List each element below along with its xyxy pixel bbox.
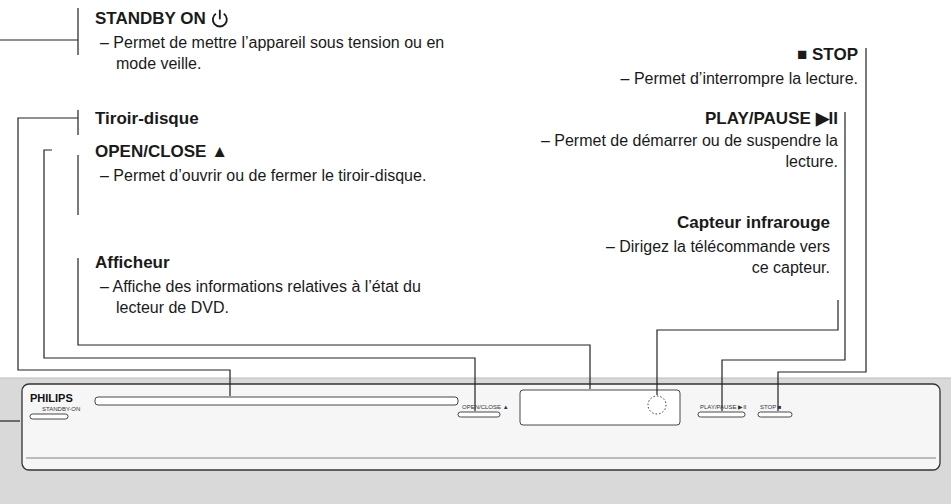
power-symbol-bar	[219, 11, 221, 19]
open-close-button	[458, 412, 500, 417]
leader-line	[18, 110, 230, 396]
leader-line	[0, 8, 78, 55]
play-pause-button	[698, 412, 745, 417]
description: – Permet de mettre l’appareil sous tensi…	[100, 32, 456, 74]
panel-ridge	[26, 458, 936, 459]
description: – Permet de démarrer ou de suspendre la …	[518, 130, 838, 172]
button-name: ■ STOP	[797, 44, 858, 65]
description: – Permet d’ouvrir ou de fermer le tiroir…	[100, 165, 446, 186]
description: – Dirigez la télécommande vers ce capteu…	[600, 236, 830, 278]
part-name: Capteur infrarouge	[677, 212, 830, 233]
leader-line	[0, 420, 20, 421]
leader-line	[78, 258, 590, 389]
display-window	[520, 390, 680, 425]
leader-line	[44, 150, 475, 411]
brand-logo: PHILIPS	[30, 392, 73, 404]
part-name: Afficheur	[95, 252, 170, 273]
leader-line	[657, 300, 838, 395]
description: – Permet d’interrompre la lecture.	[438, 68, 858, 89]
standby-button	[30, 414, 68, 419]
leader-line	[77, 155, 78, 215]
button-name: PLAY/PAUSE ▶II	[705, 108, 838, 129]
part-name: Tiroir-disque	[95, 108, 199, 129]
description: – Affiche des informations relatives à l…	[100, 276, 446, 318]
button-name: OPEN/CLOSE ▲	[95, 141, 228, 162]
panel-marking: STANDBY-ON	[42, 406, 80, 413]
panel-marking: PLAY/PAUSE ▶II	[700, 404, 746, 411]
panel-marking: STOP ■	[760, 404, 781, 411]
panel-marking: OPEN/CLOSE ▲	[462, 404, 509, 411]
button-name: STANDBY ON	[95, 8, 206, 29]
front-panel	[22, 384, 940, 470]
stop-button	[758, 412, 792, 417]
disc-tray	[95, 397, 458, 405]
power-symbol	[213, 11, 227, 27]
infrared-sensor	[648, 396, 666, 414]
